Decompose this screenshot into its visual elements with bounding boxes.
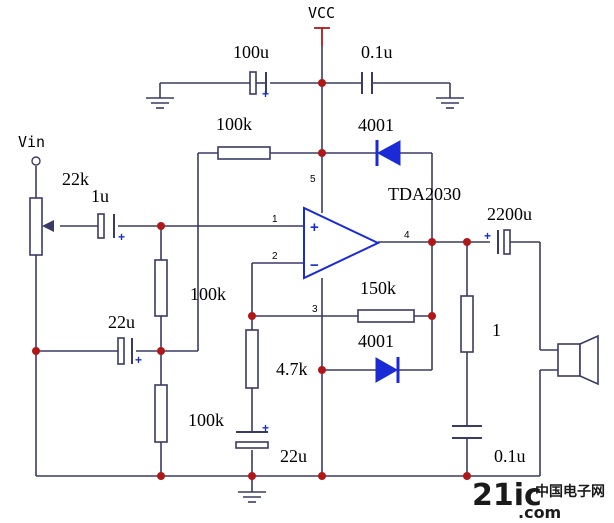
resistor-1-ohm (460, 295, 474, 353)
capacitor-22u-bypass: + (117, 337, 142, 367)
label-100u: 100u (233, 42, 269, 62)
capacitor-22u-gain: + (235, 421, 269, 449)
label-22u-bypass: 22u (108, 312, 135, 332)
capacitor-0-1u-top (361, 72, 373, 94)
svg-text:+: + (135, 353, 142, 367)
resistor-100k-mid (154, 259, 168, 317)
opamp-tda2030: + − (303, 206, 381, 280)
junctions (32, 79, 471, 480)
capacitor-0-1u-zobel (452, 425, 482, 439)
resistor-100k-low (154, 384, 168, 443)
resistor-100k-top (217, 146, 271, 160)
label-1-ohm: 1 (492, 320, 501, 340)
speaker-icon (557, 334, 599, 386)
svg-text:+: + (484, 229, 491, 243)
opamp-plus-sign: + (310, 219, 319, 236)
svg-text:21ic: 21ic (472, 478, 542, 513)
watermark-21ic: 21ic .com 中国电子网 (472, 478, 605, 522)
pin-3: 3 (312, 304, 318, 315)
ground-symbol-bottom (238, 491, 266, 503)
resistor-150k (357, 309, 415, 323)
label-0-1u-zobel: 0.1u (494, 446, 526, 466)
svg-text:+: + (262, 421, 269, 435)
label-100k-top: 100k (216, 114, 252, 134)
svg-text:中国电子网: 中国电子网 (535, 483, 605, 500)
label-100k-low: 100k (188, 410, 224, 430)
diode-4001-top (375, 140, 401, 166)
label-tda2030: TDA2030 (388, 184, 461, 204)
resistor-4-7k (245, 329, 259, 389)
label-2200u: 2200u (487, 204, 532, 224)
ground-symbol-right (436, 97, 464, 109)
label-4-7k: 4.7k (276, 359, 308, 379)
vin-terminal (31, 156, 41, 166)
label-100k-mid: 100k (190, 284, 226, 304)
label-4001-bottom: 4001 (358, 331, 394, 351)
capacitor-2200u: + (484, 229, 511, 255)
potentiometer-22k (29, 197, 54, 256)
vin-label: Vin (18, 133, 45, 151)
pin-4: 4 (404, 230, 410, 241)
label-1u: 1u (91, 186, 109, 206)
label-0-1u-top: 0.1u (361, 42, 393, 62)
ground-symbol-left (146, 97, 174, 109)
label-22k: 22k (62, 169, 89, 189)
label-4001-top: 4001 (358, 115, 394, 135)
capacitor-100u: + (249, 71, 269, 101)
svg-text:.com: .com (518, 503, 561, 522)
label-22u-gain: 22u (280, 446, 307, 466)
diode-4001-bottom (375, 357, 400, 383)
wiring (35, 28, 558, 492)
pin-5: 5 (310, 174, 316, 185)
vcc-label: VCC (308, 4, 335, 22)
svg-text:+: + (262, 87, 269, 101)
svg-text:+: + (118, 230, 125, 244)
label-150k: 150k (360, 278, 396, 298)
capacitor-1u: + (97, 213, 125, 244)
opamp-minus-sign: − (310, 257, 319, 274)
pin-1: 1 (272, 214, 278, 225)
pin-2: 2 (272, 251, 278, 262)
